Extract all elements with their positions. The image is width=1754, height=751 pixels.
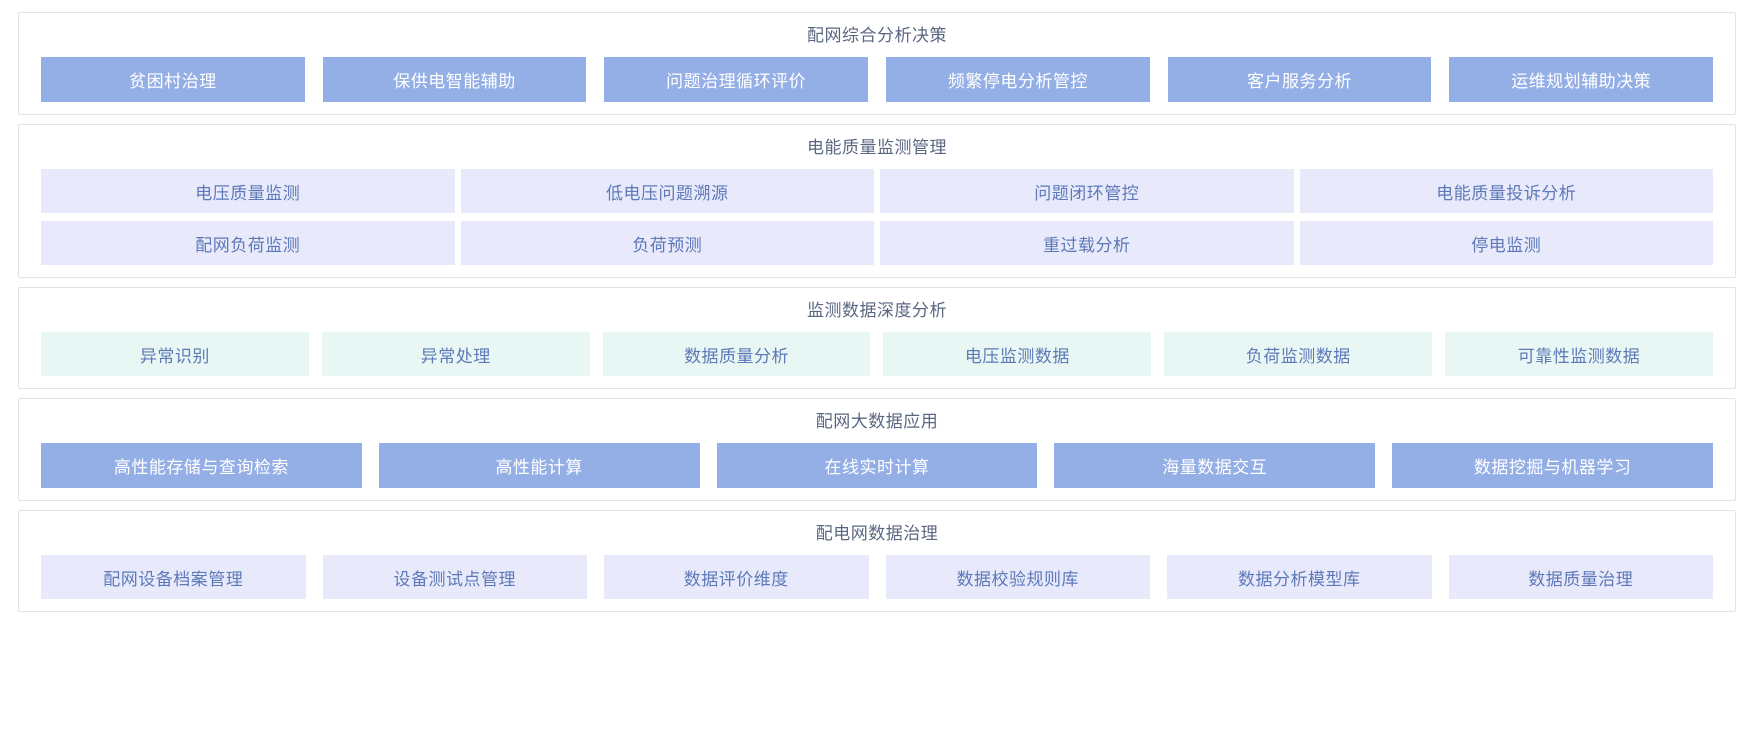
module-item[interactable]: 数据质量治理	[1448, 555, 1713, 599]
module-item[interactable]: 保供电智能辅助	[322, 57, 587, 102]
module-item[interactable]: 配网负荷监测	[41, 221, 455, 265]
module-item[interactable]: 停电监测	[1299, 221, 1713, 265]
module-item[interactable]: 频繁停电分析管控	[886, 57, 1150, 102]
module-item[interactable]: 电压监测数据	[883, 332, 1152, 376]
module-item[interactable]: 客户服务分析	[1167, 57, 1432, 102]
section-title-distribution-network-data-governance: 配电网数据治理	[815, 524, 939, 543]
item-row: 异常识别异常处理数据质量分析电压监测数据负荷监测数据可靠性监测数据	[41, 332, 1713, 376]
item-row: 电压质量监测低电压问题溯源问题闭环管控电能质量投诉分析	[41, 169, 1713, 213]
module-item[interactable]: 电能质量投诉分析	[1299, 169, 1713, 213]
section-title-distribution-big-data-application: 配网大数据应用	[815, 412, 939, 431]
module-item[interactable]: 数据分析模型库	[1167, 555, 1432, 599]
module-item[interactable]: 电压质量监测	[41, 169, 455, 213]
section-distribution-big-data-application: 配网大数据应用高性能存储与查询检索高性能计算在线实时计算海量数据交互数据挖掘与机…	[18, 398, 1736, 501]
module-item[interactable]: 问题闭环管控	[880, 169, 1294, 213]
item-row: 高性能存储与查询检索高性能计算在线实时计算海量数据交互数据挖掘与机器学习	[41, 443, 1713, 488]
module-item[interactable]: 设备测试点管理	[322, 555, 587, 599]
section-title-monitoring-data-deep-analysis: 监测数据深度分析	[807, 301, 947, 320]
module-item[interactable]: 问题治理循环评价	[604, 57, 869, 102]
section-power-quality-monitoring-management: 电能质量监测管理电压质量监测低电压问题溯源问题闭环管控电能质量投诉分析配网负荷监…	[18, 124, 1736, 278]
item-row: 配网负荷监测负荷预测重过载分析停电监测	[41, 221, 1713, 265]
item-row: 配网设备档案管理设备测试点管理数据评价维度数据校验规则库数据分析模型库数据质量治…	[41, 555, 1713, 599]
module-item[interactable]: 贫困村治理	[41, 57, 305, 102]
module-item[interactable]: 高性能存储与查询检索	[41, 443, 362, 488]
module-item[interactable]: 数据评价维度	[604, 555, 869, 599]
module-item[interactable]: 负荷监测数据	[1164, 332, 1433, 376]
module-item[interactable]: 低电压问题溯源	[460, 169, 874, 213]
module-item[interactable]: 数据挖掘与机器学习	[1392, 443, 1713, 488]
module-item[interactable]: 配网设备档案管理	[41, 555, 306, 599]
module-item[interactable]: 异常识别	[41, 332, 309, 376]
module-item[interactable]: 数据质量分析	[602, 332, 871, 376]
section-comprehensive-analysis-decision: 配网综合分析决策贫困村治理保供电智能辅助问题治理循环评价频繁停电分析管控客户服务…	[18, 12, 1736, 115]
module-item[interactable]: 异常处理	[321, 332, 590, 376]
module-item[interactable]: 可靠性监测数据	[1445, 332, 1713, 376]
module-item[interactable]: 数据校验规则库	[885, 555, 1150, 599]
module-item[interactable]: 海量数据交互	[1054, 443, 1376, 488]
module-item[interactable]: 运维规划辅助决策	[1449, 57, 1714, 102]
section-monitoring-data-deep-analysis: 监测数据深度分析异常识别异常处理数据质量分析电压监测数据负荷监测数据可靠性监测数…	[18, 287, 1736, 389]
item-row: 贫困村治理保供电智能辅助问题治理循环评价频繁停电分析管控客户服务分析运维规划辅助…	[41, 57, 1714, 102]
module-item[interactable]: 重过载分析	[880, 221, 1294, 265]
module-item[interactable]: 负荷预测	[460, 221, 874, 265]
module-item[interactable]: 高性能计算	[378, 443, 700, 488]
module-item[interactable]: 在线实时计算	[716, 443, 1038, 488]
section-title-power-quality-monitoring-management: 电能质量监测管理	[807, 138, 947, 157]
section-distribution-network-data-governance: 配电网数据治理配网设备档案管理设备测试点管理数据评价维度数据校验规则库数据分析模…	[18, 510, 1736, 612]
section-title-comprehensive-analysis-decision: 配网综合分析决策	[807, 26, 947, 45]
